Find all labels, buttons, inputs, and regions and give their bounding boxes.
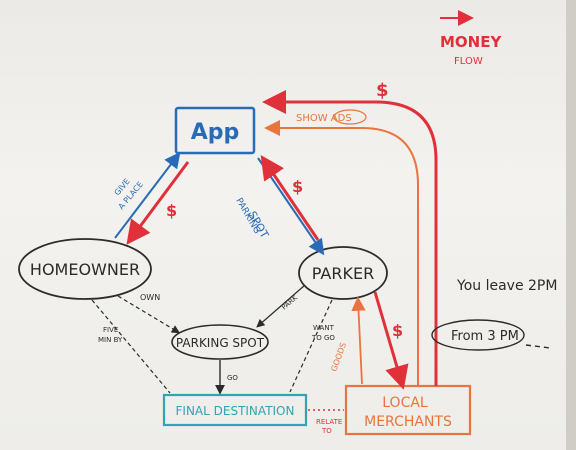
board-edge [566, 0, 576, 450]
show-ads-label: SHOW ADS [296, 113, 352, 124]
edge-merchants-parker-goods [351, 296, 366, 385]
parking-spot-label: PARKING SPOT [176, 336, 265, 350]
edge-parker-merchants-money [373, 291, 409, 390]
edge-app-parker-blue [257, 157, 325, 256]
ads-circle [333, 109, 367, 125]
edge-homeowner-spot [117, 295, 181, 334]
five-min-by-2: MIN BY [98, 336, 123, 344]
you-leave-note: You leave 2PM [456, 278, 557, 294]
edge-merchants-app-money [262, 90, 438, 386]
local-merchants-node: LOCAL MERCHANTS [344, 384, 472, 436]
from-circle [431, 319, 525, 351]
from-note: From 3 PM [451, 329, 519, 344]
parking-spot-node: PARKING SPOT [171, 324, 269, 360]
edge-homeowner-destination [91, 299, 171, 394]
money-merchants-app: $ [376, 80, 389, 101]
edge-parker-destination [289, 299, 333, 393]
edge-parker-spot [256, 284, 306, 328]
from-dash [525, 344, 551, 349]
homeowner-node: HOMEOWNER [18, 238, 152, 300]
legend: MONEY FLOW [440, 10, 502, 67]
local-merchants-label-2: MERCHANTS [364, 414, 452, 430]
app-node: App [174, 106, 256, 155]
go-label: GO [227, 374, 238, 382]
homeowner-label: HOMEOWNER [30, 260, 140, 279]
relate-to-2: TO [321, 427, 332, 435]
final-destination-node: FINAL DESTINATION [162, 393, 308, 427]
money-app-homeowner: $ [166, 201, 177, 220]
own-label: OWN [140, 293, 160, 302]
final-destination-label: FINAL DESTINATION [176, 404, 295, 418]
goods-label: GOODS [329, 341, 348, 372]
parker-node: PARKER [298, 246, 388, 300]
legend-money: MONEY [440, 33, 502, 51]
five-min-by-1: FIVE [103, 326, 118, 334]
want-to-go-1: WANT [313, 324, 335, 332]
want-to-go-2: TO GO [311, 334, 335, 342]
edge-app-homeowner-money [126, 161, 190, 245]
local-merchants-label-1: LOCAL [382, 395, 428, 411]
edge-homeowner-app-blue [114, 151, 181, 239]
relate-to-1: RELATE [316, 418, 342, 426]
parker-label: PARKER [312, 264, 374, 283]
app-label: App [191, 120, 240, 145]
money-parker-app: $ [292, 177, 303, 196]
edge-parker-app-money [260, 155, 320, 241]
park-label: PARK [280, 294, 299, 312]
edge-merchants-app-ads [264, 120, 419, 386]
legend-flow: FLOW [454, 56, 483, 67]
money-parker-merchants: $ [392, 321, 403, 340]
